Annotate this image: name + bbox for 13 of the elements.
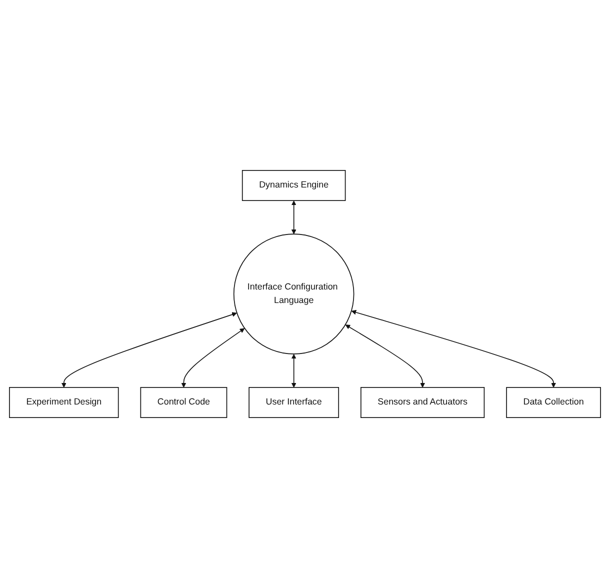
node-box: Control Code [140,387,228,418]
arrow [291,354,296,388]
node-box: Dynamics Engine [242,170,346,201]
arrow [181,328,245,388]
node-box: Experiment Design [9,387,119,418]
arrow [351,310,556,388]
arrow [291,200,296,234]
node-circle: Interface Configuration Language [233,234,354,354]
arrow [61,312,237,388]
arrow [345,324,426,388]
node-box: Sensors and Actuators [360,387,485,418]
node-box: User Interface [248,387,340,418]
node-box: Data Collection [506,387,601,418]
